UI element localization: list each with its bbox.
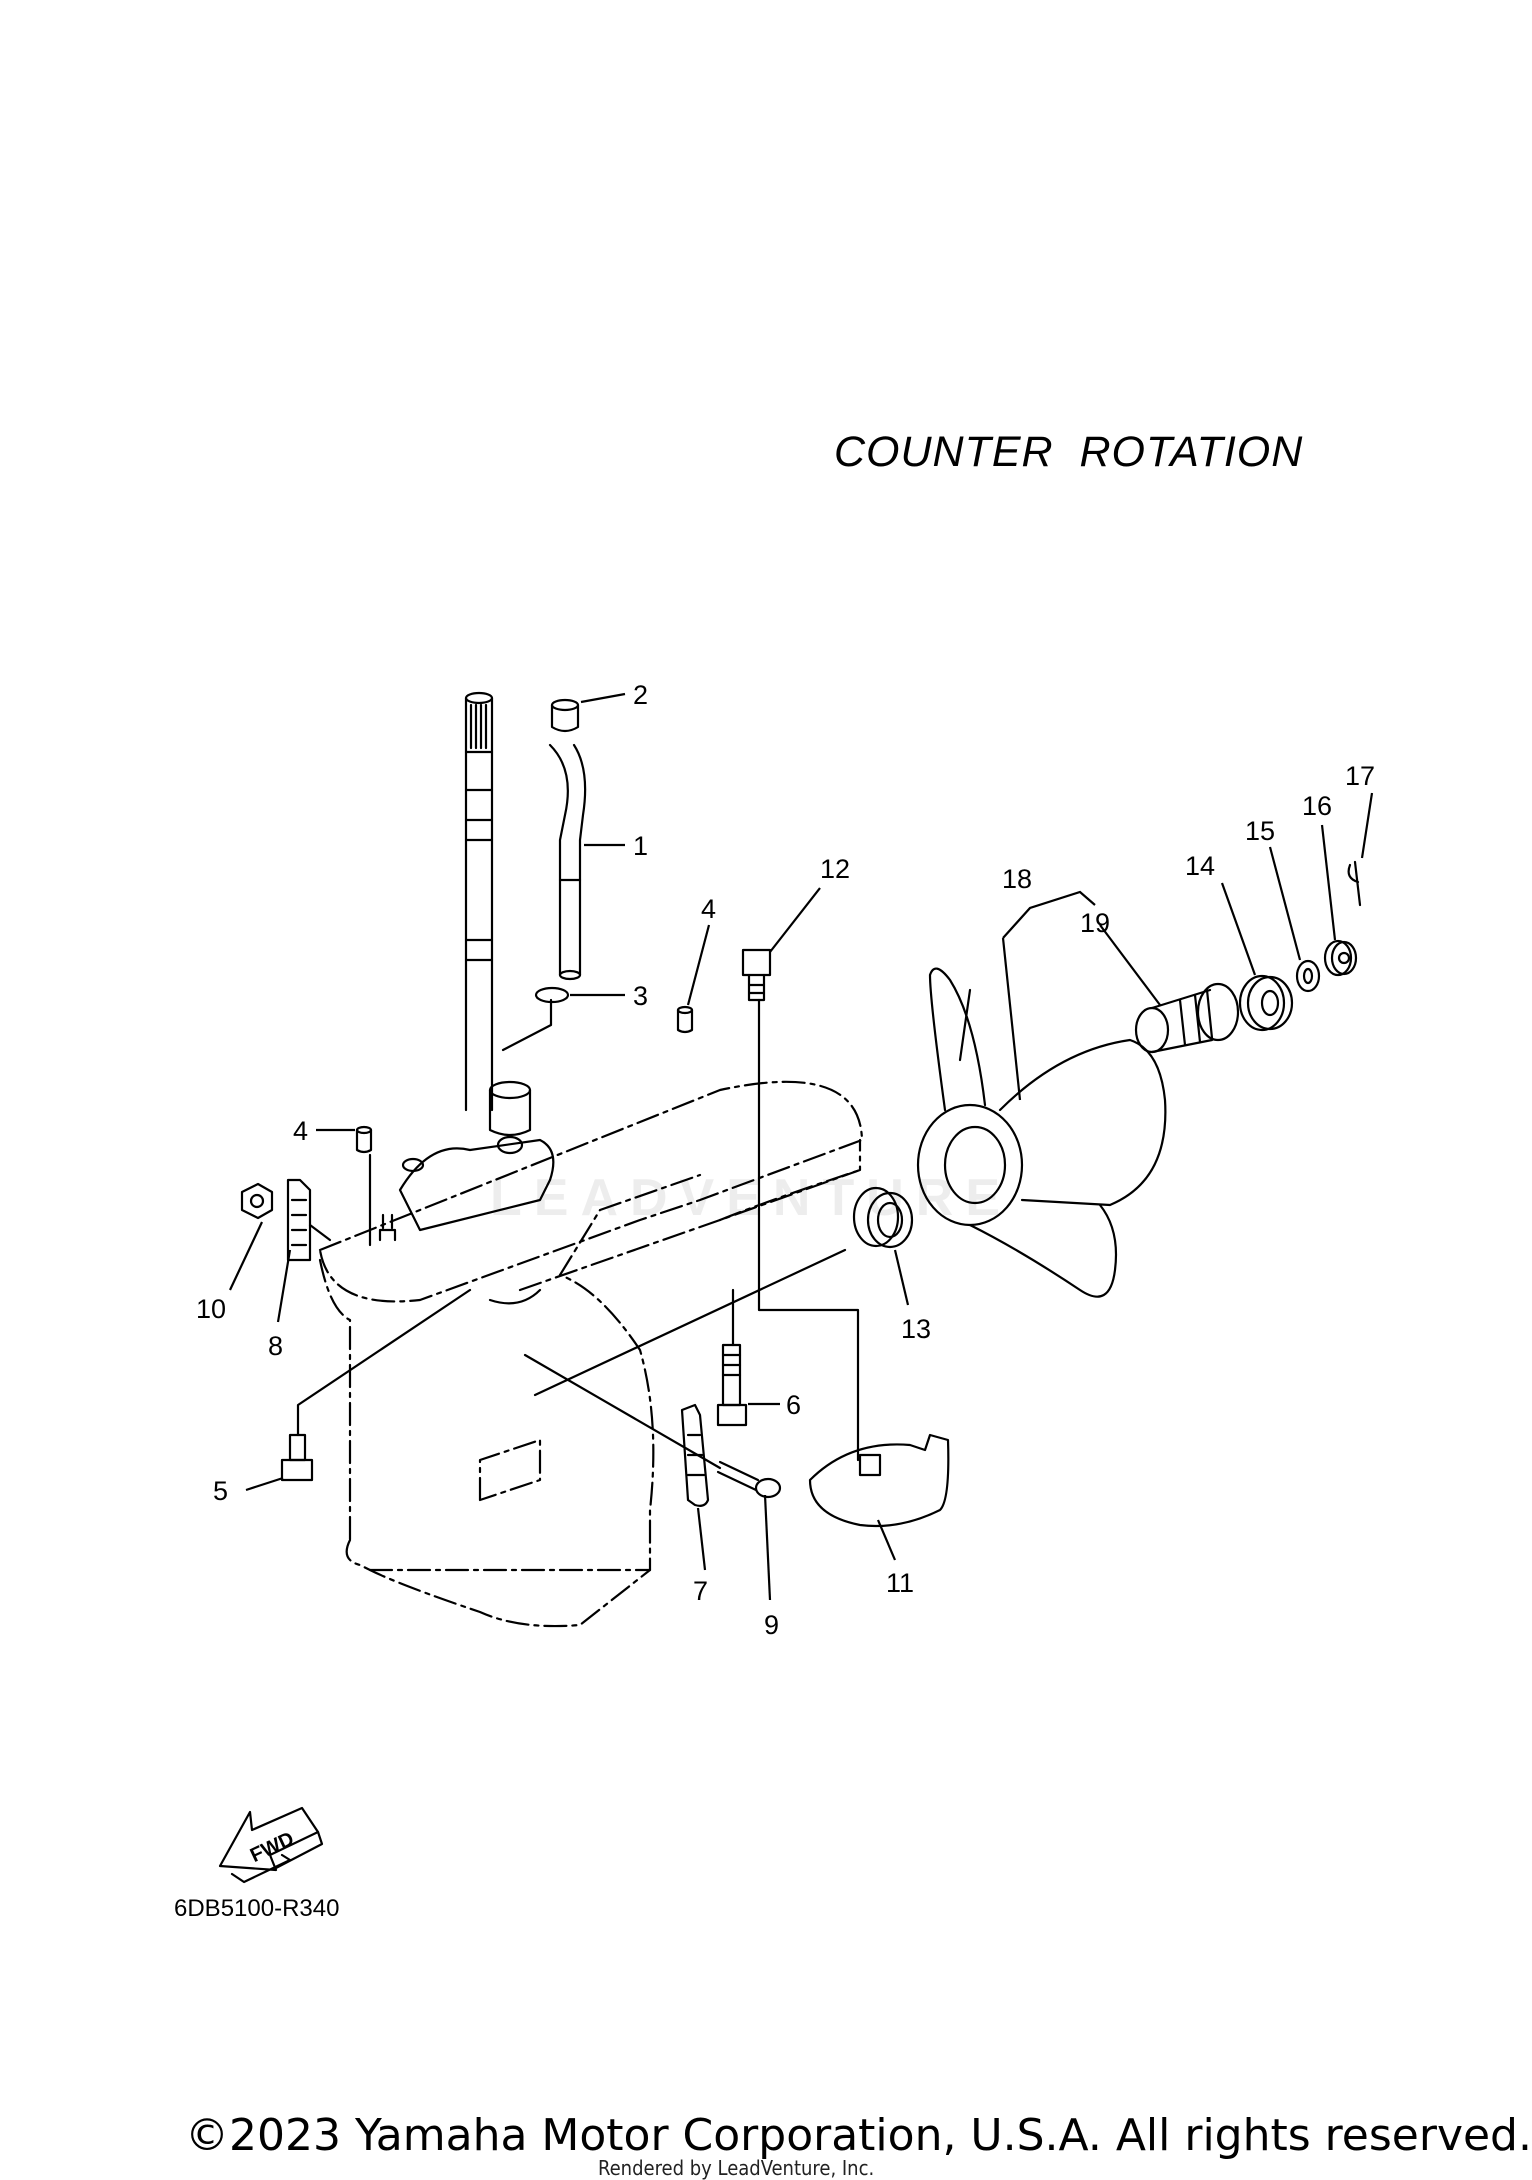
callout-19: 19 bbox=[1080, 908, 1110, 938]
callout-6: 6 bbox=[786, 1390, 801, 1420]
part-4-dowel-pin-2 bbox=[355, 1125, 373, 1154]
callout-7: 7 bbox=[693, 1576, 708, 1606]
part-19-hub-bushing bbox=[1134, 982, 1240, 1054]
copyright-notice: ©2023 Yamaha Motor Corporation, U.S.A. A… bbox=[185, 2110, 1532, 2161]
callout-4: 4 bbox=[701, 894, 716, 924]
part-17-cotter-pin bbox=[1347, 860, 1362, 907]
callout-1: 1 bbox=[633, 831, 648, 861]
part-7-anode bbox=[680, 1403, 710, 1507]
leader-lines bbox=[229, 692, 1374, 1601]
callouts: 2 1 3 4 4 5 6 7 8 9 10 11 12 13 14 15 16… bbox=[196, 680, 1375, 1640]
part-9-screw bbox=[716, 1460, 782, 1499]
callout-10: 10 bbox=[196, 1294, 226, 1324]
part-5-bolt bbox=[280, 1433, 314, 1482]
callout-12: 12 bbox=[820, 854, 850, 884]
callout-4-second: 4 bbox=[293, 1116, 308, 1146]
part-15-washer bbox=[1295, 959, 1321, 993]
callout-2: 2 bbox=[633, 680, 648, 710]
part-11-trim-tab bbox=[808, 1433, 950, 1528]
parts-diagram: 2 1 3 4 4 5 6 7 8 9 10 11 12 13 14 15 16… bbox=[196, 680, 1375, 1884]
callout-3: 3 bbox=[633, 981, 648, 1011]
part-2-grommet bbox=[550, 698, 580, 733]
part-8-anode bbox=[286, 1178, 312, 1262]
part-18-propeller bbox=[916, 967, 1167, 1298]
part-16-nut bbox=[1323, 939, 1358, 977]
fwd-arrow-icon bbox=[218, 1806, 324, 1884]
diagram-code: 6DB5100-R340 bbox=[174, 1895, 340, 1922]
callout-13: 13 bbox=[901, 1314, 931, 1344]
callout-15: 15 bbox=[1245, 816, 1275, 846]
drive-shaft bbox=[464, 691, 494, 1112]
rendered-by-notice: Rendered by LeadVenture, Inc. bbox=[598, 2156, 875, 2180]
callout-11: 11 bbox=[886, 1568, 914, 1598]
part-1-water-tube bbox=[548, 743, 587, 981]
part-13-thrust-washer bbox=[852, 1186, 914, 1249]
callout-14: 14 bbox=[1185, 851, 1215, 881]
part-12-bolt bbox=[741, 948, 772, 1002]
callout-9: 9 bbox=[764, 1610, 779, 1640]
callout-8: 8 bbox=[268, 1331, 283, 1361]
diagram-title: COUNTER ROTATION bbox=[834, 428, 1304, 476]
part-10-nut bbox=[240, 1182, 274, 1220]
assembly-lines bbox=[296, 988, 972, 1470]
callout-5: 5 bbox=[213, 1476, 228, 1506]
callout-18: 18 bbox=[1002, 864, 1032, 894]
part-6-bolt bbox=[716, 1343, 748, 1427]
part-4-dowel-pin bbox=[676, 1005, 694, 1034]
lower-unit-housing bbox=[318, 1080, 864, 1628]
watermark: LEADVENTURE bbox=[490, 1169, 1013, 1227]
callout-16: 16 bbox=[1302, 791, 1332, 821]
housing-top-features bbox=[378, 1080, 555, 1305]
part-14-spacer bbox=[1238, 974, 1294, 1032]
callout-17: 17 bbox=[1345, 761, 1375, 791]
